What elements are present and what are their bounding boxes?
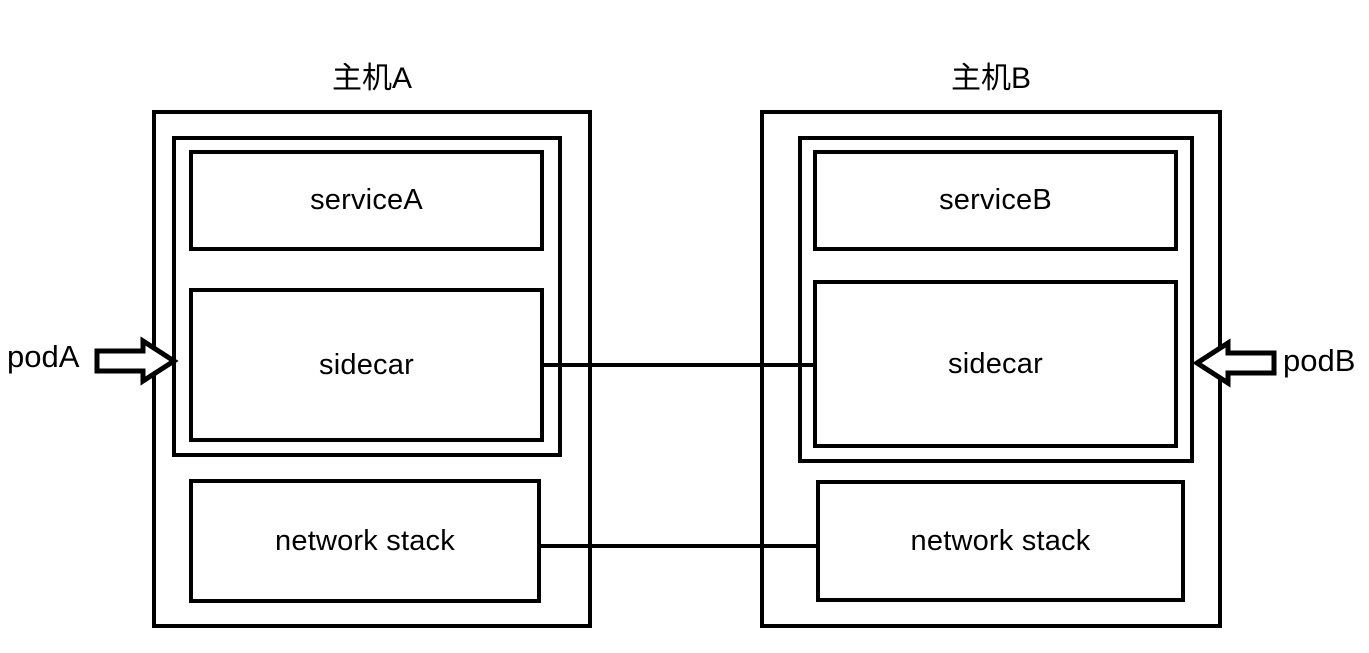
left-service-label: serviceA	[310, 184, 423, 216]
left-network-stack-box: network stack	[189, 479, 541, 603]
sidecar-to-sidecar-connector	[540, 363, 817, 367]
left-sidecar-box: sidecar	[189, 288, 544, 442]
pod-a-label: podA	[7, 339, 80, 374]
right-sidecar-box: sidecar	[813, 280, 1178, 448]
right-network-stack-box: network stack	[816, 480, 1185, 602]
right-service-label: serviceB	[939, 184, 1052, 216]
pod-b-inbound-arrow	[1192, 338, 1277, 388]
right-service-box: serviceB	[813, 150, 1178, 251]
right-host-title: 主机B	[950, 62, 1031, 95]
right-sidecar-label: sidecar	[948, 347, 1043, 380]
network-stack-to-network-stack-connector	[537, 544, 819, 548]
right-network-stack-label: network stack	[910, 524, 1091, 557]
pod-b-label: podB	[1283, 343, 1356, 378]
left-network-stack-label: network stack	[275, 524, 455, 557]
left-sidecar-label: sidecar	[319, 348, 414, 381]
left-service-box: serviceA	[189, 150, 544, 251]
pod-a-inbound-arrow	[94, 336, 179, 386]
left-host-title: 主机A	[331, 62, 412, 95]
